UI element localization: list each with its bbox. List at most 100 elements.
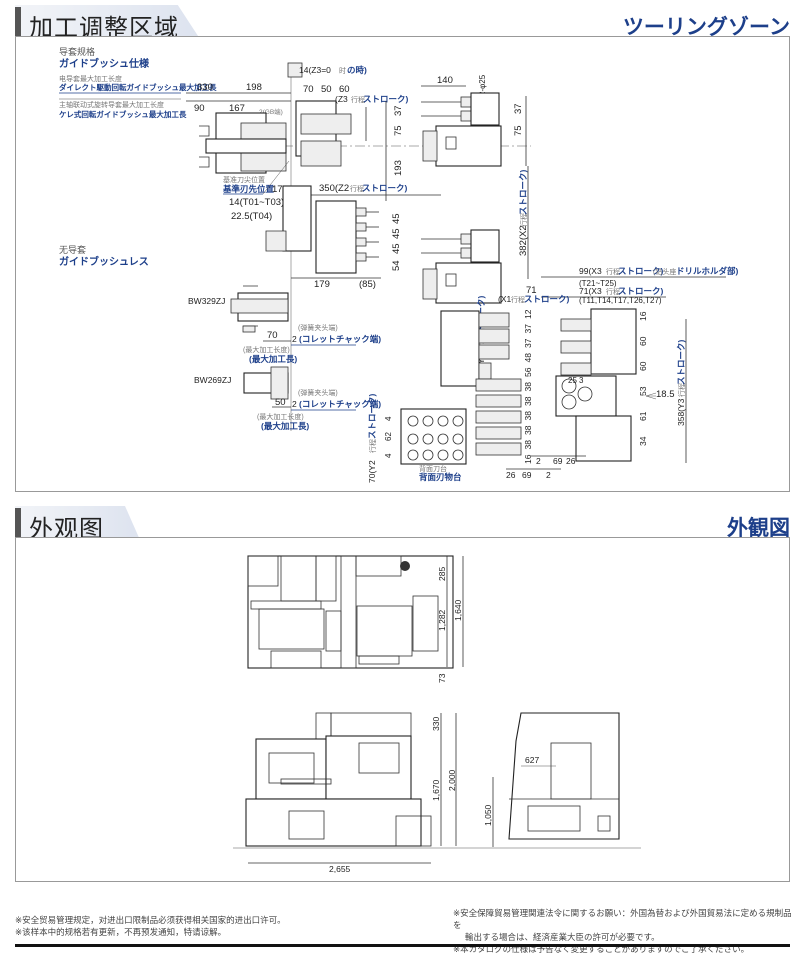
z3-tool-head: [287, 62, 303, 78]
svg-text:99(X3: 99(X3: [579, 266, 602, 276]
footer-rule: [15, 944, 790, 947]
right-column-dim-0: 16: [638, 311, 648, 321]
dim-70-collet: 70: [267, 330, 278, 341]
svg-text:时: 时: [339, 66, 346, 75]
dim-73: 73: [437, 673, 447, 683]
collet-end-label-2: (コレットチャック端): [299, 399, 381, 409]
dim-2-gb: 2(GB端): [259, 107, 283, 116]
svg-text:382(X2: 382(X2: [518, 225, 529, 256]
t11-label: (T11,T14,T17,T26,T27): [579, 296, 662, 305]
t21-t25-label: (T21~T25): [579, 279, 617, 288]
svg-text:行程: 行程: [350, 184, 364, 193]
dim-bottom-69: 69: [553, 456, 563, 466]
bw329zj-label: BW329ZJ: [188, 296, 225, 306]
svg-text:(最大加工长度): (最大加工长度): [257, 412, 304, 421]
x2-stroke-label: ストローク): [518, 169, 528, 215]
right-column-dim-3: 53: [638, 386, 648, 396]
dim-50: 50: [321, 84, 332, 95]
dim-140: 140: [437, 75, 453, 86]
dim-1640: 1,640: [453, 599, 463, 621]
column-dim-8: 38: [523, 425, 533, 435]
dim-4a: 4: [384, 416, 393, 421]
bushless-label-cn: 无导套: [59, 244, 86, 255]
section-tab-bg: [15, 506, 140, 540]
back-tool-jp: 背面刃物台: [419, 472, 462, 482]
svg-text:70(Y2: 70(Y2: [367, 460, 377, 483]
dim-54: 54: [391, 260, 402, 271]
column-dim-0: 12: [523, 309, 533, 319]
dim-17: 17: [272, 184, 283, 195]
dim-60: 60: [339, 84, 350, 95]
column-dim-2: 37: [523, 338, 533, 348]
svg-text:行程: 行程: [519, 213, 528, 227]
x1-stroke-label: ストローク): [524, 294, 570, 304]
appearance-panel: 285 1,282 1,640 73 330 1,670 2,000 2,655…: [15, 537, 790, 882]
svg-text:(钻头座: (钻头座: [653, 267, 676, 276]
tooling-title-jp: ツーリングゾーン: [622, 15, 790, 39]
dim-50-collet: 50: [275, 397, 286, 408]
section-marker: [15, 508, 21, 538]
footer-cn-line-1: ※安全贸易管理规定，对进出口限制品必须获得相关国家的进出口许可。: [15, 916, 286, 926]
right-column-dim-5: 34: [638, 436, 648, 446]
bw269zj-label: BW269ZJ: [194, 375, 231, 385]
svg-text:行程: 行程: [368, 439, 377, 453]
svg-text:(X1: (X1: [498, 294, 512, 304]
dim-45b: 45: [391, 228, 402, 239]
dim-330: 330: [197, 82, 213, 93]
svg-text:行程: 行程: [351, 95, 365, 104]
dim-75: 75: [393, 125, 404, 136]
gang-post-upper: [282, 185, 312, 252]
footer-jp-line-1: ※安全保障貿易管理関連法令に関するお願い：外国為替および外国貿易法に定める規制品…: [453, 909, 792, 931]
tooling-section-header: 加工调整区域 ツーリングゾーン: [15, 5, 790, 42]
bar-stock: [205, 138, 287, 154]
svg-text:(弹簧夹头端): (弹簧夹头端): [298, 388, 338, 397]
x3-99-stroke-label: ストローク): [618, 266, 664, 276]
dim-2655: 2,655: [329, 864, 351, 874]
y3-stroke-label: ストローク): [676, 339, 686, 385]
dim-1050: 1,050: [483, 804, 493, 826]
dim-167: 167: [229, 103, 245, 114]
column-dim-7: 38: [523, 411, 533, 421]
dim-bottom-2: 2: [536, 456, 541, 466]
dim-37: 37: [393, 105, 404, 116]
svg-text:行程: 行程: [511, 295, 525, 304]
svg-text:(弹簧夹头端): (弹簧夹头端): [298, 323, 338, 332]
dim-198: 198: [246, 82, 262, 93]
svg-text:(最大加工长度): (最大加工长度): [243, 345, 290, 354]
dim-90: 90: [194, 103, 205, 114]
dim-85: (85): [359, 279, 376, 290]
footer-jp-line-2: 輸出する場合は、経済産業大臣の許可が必要です。: [465, 933, 660, 943]
guide-bush-claw: [199, 125, 210, 168]
column-dim-5: 38: [523, 382, 533, 392]
dim-bottom2-26: 26: [506, 470, 516, 480]
dim-18-5: 18.5: [656, 389, 675, 400]
footer-jp-line-3: ※本カタログの仕様は予告なく変更することがありますのでご了承ください。: [453, 945, 750, 954]
dim-1282: 1,282: [437, 609, 447, 631]
ref-tip-cn: 基准刀尖位置: [223, 175, 265, 184]
bw329zj-chuck: [230, 285, 289, 333]
section-marker: [15, 7, 21, 37]
direct-maxlen-cn: 电导套最大加工长度: [59, 74, 122, 83]
dim-2000: 2,000: [447, 769, 457, 791]
dim-71: 71: [526, 285, 537, 296]
svg-text:350(Z2: 350(Z2: [319, 183, 349, 194]
dim-25: 25: [568, 376, 577, 385]
svg-text:行程: 行程: [477, 337, 486, 351]
right-column-dim-1: 60: [638, 336, 648, 346]
footer-cn-line-2: ※该样本中的规格若有更新，不再预发通知，特请谅解。: [15, 928, 227, 938]
column-dim-9: 38: [523, 440, 533, 450]
svg-text:行程: 行程: [606, 287, 620, 296]
drill-holder-label: ドリルホルダ部): [676, 266, 739, 276]
appearance-title-jp: 外観図: [727, 516, 790, 540]
dim-bottom-26: 26: [566, 456, 576, 466]
dim-285: 285: [437, 567, 447, 581]
cross-slide-body: [440, 310, 522, 456]
dim-bottom2-2: 2: [546, 470, 551, 480]
belt-maxlen-jp: ケレ式回転ガイドブッシュ最大加工長: [59, 109, 187, 119]
belt-maxlen-cn: 主轴联动式旋转导套最大加工长度: [59, 100, 164, 109]
z2-stroke-label: ストローク): [362, 183, 408, 193]
dim-62: 62: [384, 432, 393, 441]
column-dim-10: 16: [523, 454, 533, 464]
dim-75-right: 75: [513, 125, 524, 136]
